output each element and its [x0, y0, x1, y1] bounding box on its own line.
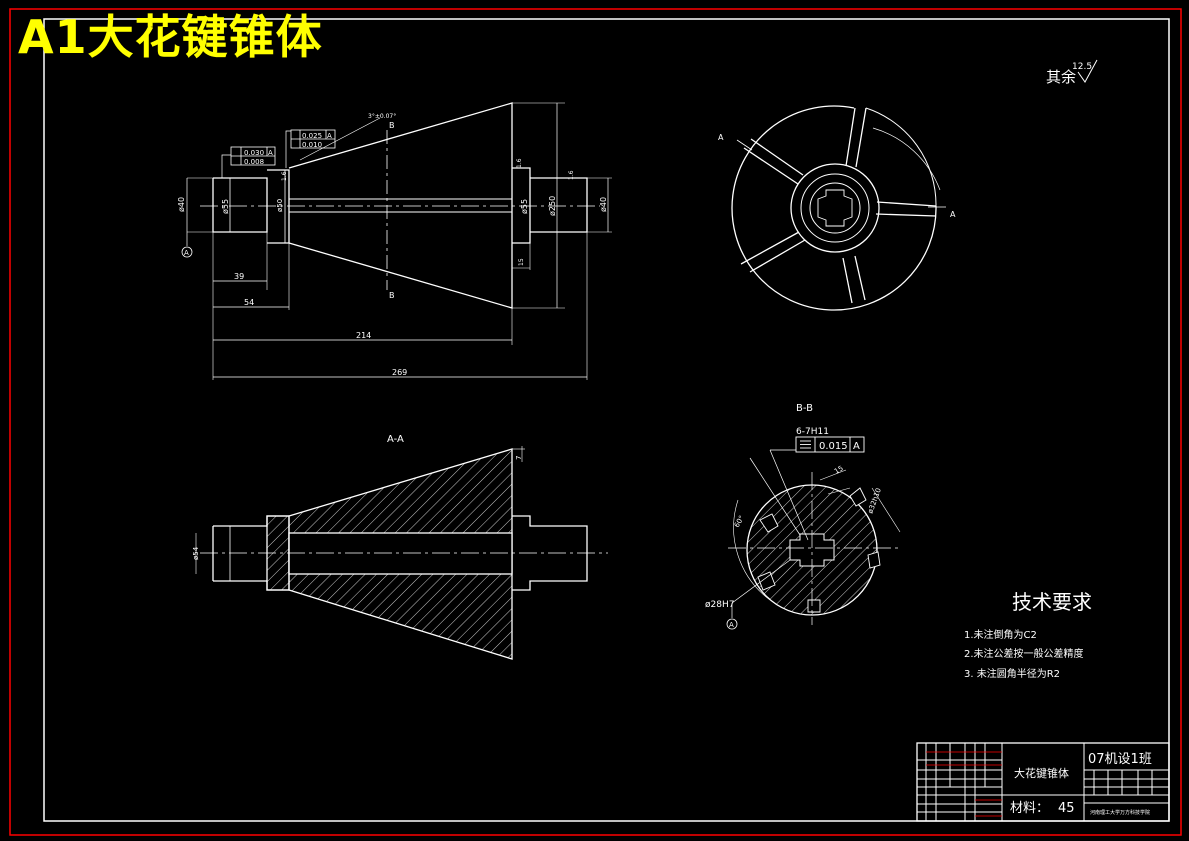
section-mark-b-top: B — [389, 121, 395, 130]
cone-outline — [288, 102, 513, 309]
tol-angle: 3°±0.07° — [368, 113, 396, 120]
sym-datum: A — [853, 441, 860, 452]
dim-d54: ø54 — [192, 546, 200, 560]
dim-len-54: 54 — [244, 298, 254, 307]
dim-15: 15 — [833, 464, 845, 475]
dim-len-39: 39 — [234, 272, 244, 281]
section-bb-label: B-B — [796, 403, 813, 414]
roughness-1: 1.6 — [516, 158, 523, 168]
dim-d40-right: ø40 — [599, 197, 608, 212]
drawing-frame — [43, 18, 1170, 822]
section-aa — [195, 446, 608, 660]
spline-note: 6-7H11 — [796, 427, 829, 437]
dim-d55-left: ø55 — [221, 199, 230, 214]
roughness-3: 1.6 — [281, 171, 288, 181]
datum-label-bb: A — [729, 621, 734, 629]
dim-len-15: 15 — [518, 258, 525, 266]
dim-len-269: 269 — [392, 368, 407, 377]
symmetry-frame — [795, 436, 865, 453]
roughness-value: 12.5 — [1072, 62, 1092, 72]
tolerance-frame-1 — [230, 146, 276, 166]
roughness-symbol-icon — [1077, 59, 1098, 83]
right-shaft-outline — [530, 177, 588, 233]
section-mark-b-bottom: B — [389, 291, 395, 300]
roughness-note: 其余 12.5 — [1046, 59, 1098, 86]
roughness-2: 1.6 — [568, 170, 575, 180]
dim-d55-right: ø55 — [520, 199, 529, 214]
tol-datum-1: A — [268, 149, 273, 157]
sym-value: 0.015 — [819, 441, 848, 452]
part-name: 大花键锥体 — [1014, 766, 1069, 780]
dim-d250: ø250 — [548, 196, 557, 216]
material-value: 45 — [1058, 801, 1075, 816]
section-mark-a-top: A — [718, 133, 724, 142]
tech-requirements: 技术要求 1.未注倒角为C2 2.未注公差按一般公差精度 3. 未注圆角半径为R… — [964, 590, 1092, 680]
dim-len-214: 214 — [356, 331, 371, 340]
section-bb — [726, 449, 901, 630]
tol-runout-2: 0.025 — [302, 132, 322, 140]
side-view — [731, 105, 946, 311]
side-hub-outer — [790, 163, 880, 253]
dim-bore: ø28H7 — [705, 600, 734, 610]
side-outer-circle — [731, 105, 937, 311]
tolerance-frame-2 — [290, 129, 336, 149]
tech-item-3: 3. 未注圆角半径为R2 — [964, 667, 1060, 680]
outer-border — [9, 8, 1182, 836]
front-view — [181, 102, 612, 380]
datum-label-front: A — [184, 249, 189, 257]
dim-d50: ø50 — [276, 199, 284, 212]
tech-item-2: 2.未注公差按一般公差精度 — [964, 647, 1084, 660]
spline-bore — [817, 189, 853, 227]
school-name: 河南理工大学万方科技学院 — [1090, 809, 1150, 816]
section-aa-label: A-A — [387, 434, 404, 445]
class-name: 07机设1班 — [1088, 752, 1152, 767]
dim-7: 7 — [515, 456, 523, 460]
roughness-label: 其余 — [1046, 68, 1076, 86]
tol-datum-2: A — [327, 132, 332, 140]
tech-heading: 技术要求 — [1012, 590, 1092, 614]
dim-angle-60: 60° — [733, 514, 746, 529]
material-label: 材料： — [1010, 801, 1049, 816]
section-mark-a-right: A — [950, 210, 956, 219]
collar-outline — [267, 169, 290, 244]
sheet-title: A1大花键锥体 — [18, 10, 323, 64]
tol-runout-1: 0.030 — [244, 149, 264, 157]
tol-cyl-1: 0.008 — [244, 158, 264, 166]
title-block-red-lines — [926, 751, 1002, 817]
tech-item-1: 1.未注倒角为C2 — [964, 628, 1037, 641]
dim-d40-left: ø40 — [177, 197, 186, 212]
tol-cyl-2: 0.010 — [302, 141, 322, 149]
right-hub-outline — [512, 167, 531, 244]
